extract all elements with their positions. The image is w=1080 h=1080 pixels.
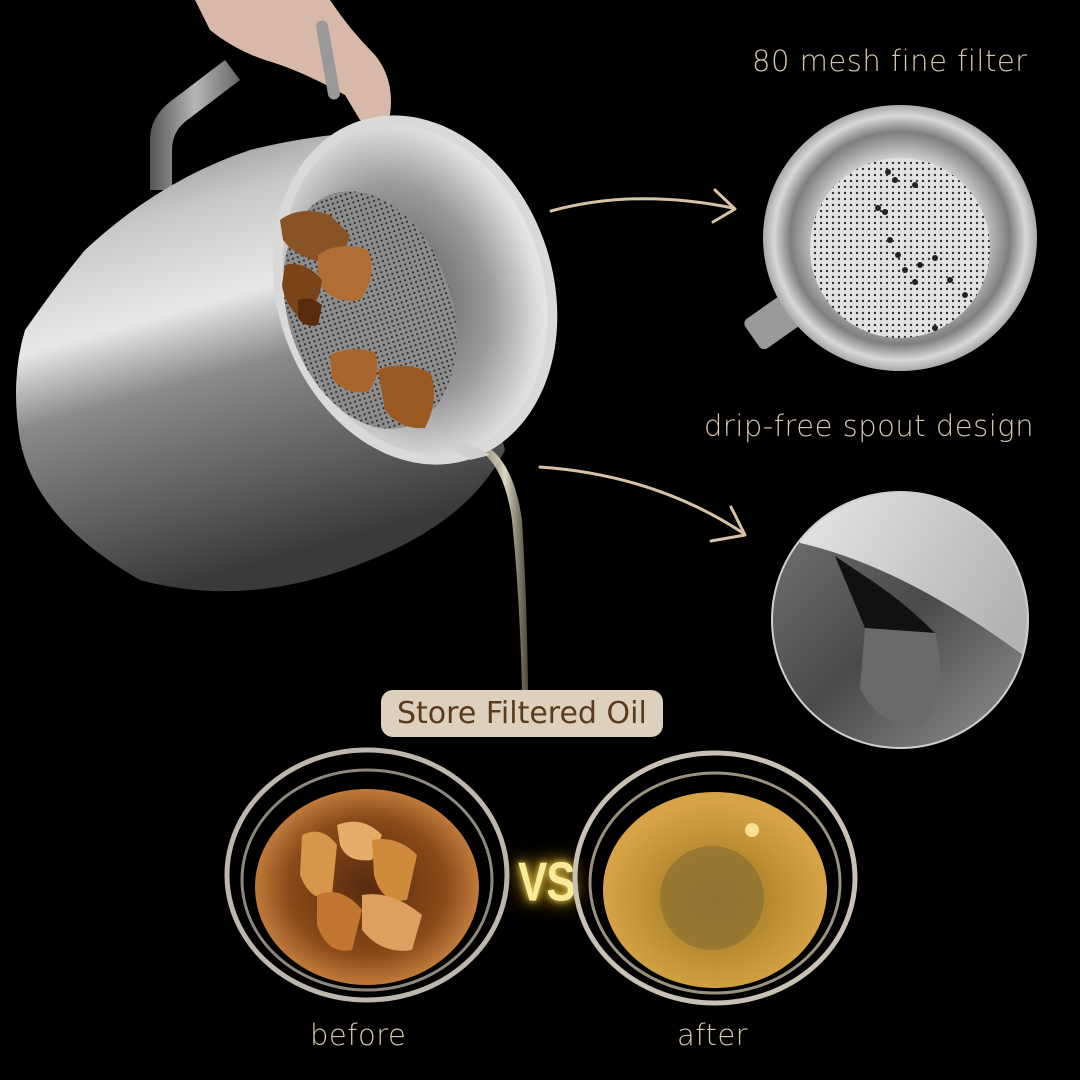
spout-caption: drip-free spout design: [704, 409, 1035, 443]
mesh-filter-image: [744, 105, 1037, 371]
fried-bits: [300, 821, 422, 951]
before-oil-bowl-image: [224, 747, 510, 1003]
spout-closeup-image: [771, 491, 1029, 749]
vs-label: VS: [518, 851, 576, 913]
arrow-down-right-icon: [538, 465, 747, 543]
store-filtered-oil-badge: Store Filtered Oil: [381, 690, 663, 737]
after-label: after: [677, 1018, 749, 1052]
before-label: before: [310, 1018, 407, 1052]
filter-caption: 80 mesh fine filter: [752, 44, 1028, 78]
arrow-right-icon: [549, 188, 737, 224]
oil-pot-pour-image: [16, 0, 558, 690]
fried-pork-pieces: [280, 211, 434, 429]
after-oil-bowl-image: [572, 750, 858, 1006]
